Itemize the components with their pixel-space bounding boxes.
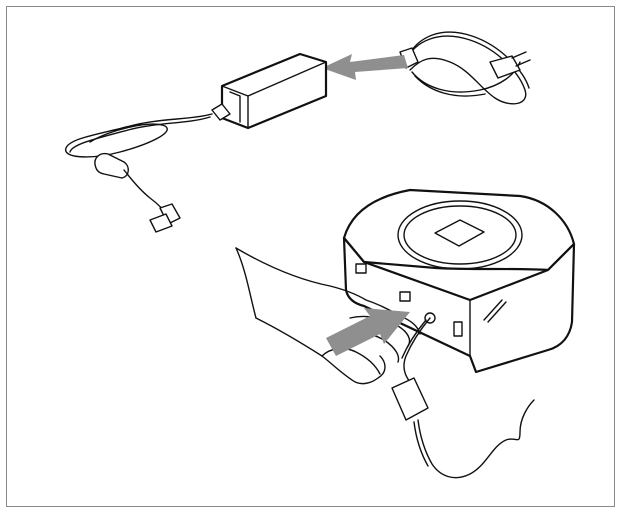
printer-icon — [342, 188, 576, 374]
dc-plug-icon — [65, 113, 213, 233]
ac-adapter-icon — [211, 52, 328, 130]
power-cord-icon — [399, 31, 531, 105]
direction-arrow-icon — [322, 54, 408, 80]
dc-plug-icon — [391, 317, 535, 479]
direction-arrow-icon — [326, 308, 410, 356]
